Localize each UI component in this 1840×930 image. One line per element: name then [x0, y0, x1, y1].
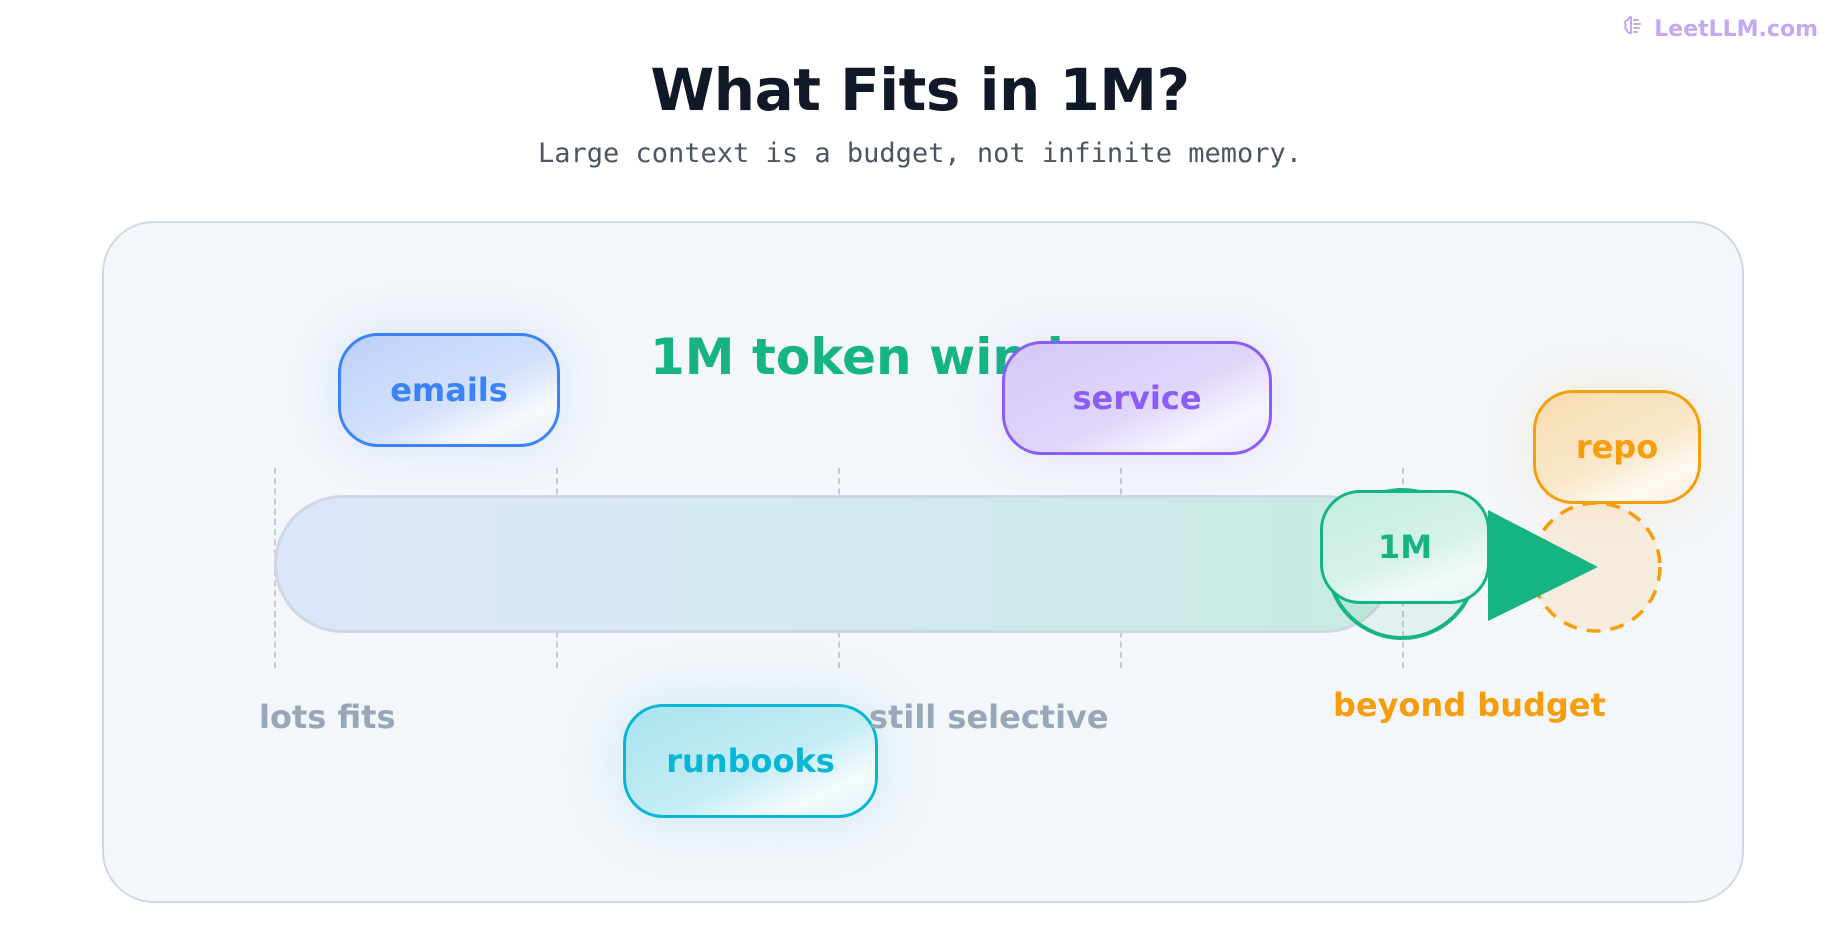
overflow-arrow [1488, 501, 1662, 633]
brand: LeetLLM.com [1622, 14, 1818, 44]
zone-label-beyond-budget: beyond budget [1333, 686, 1606, 724]
marker-label: 1M [1377, 528, 1433, 566]
page-title: What Fits in 1M? [650, 56, 1190, 124]
chip-service: service [1002, 341, 1272, 455]
chip-runbooks: runbooks [623, 704, 878, 818]
chip-emails: emails [338, 333, 560, 447]
arrow-head [1488, 510, 1598, 621]
page-subtitle: Large context is a budget, not infinite … [537, 138, 1302, 169]
brain-icon [1622, 14, 1646, 44]
chip-label: emails [390, 371, 508, 409]
context-track [274, 495, 1394, 633]
budget-marker-chip: 1M [1320, 490, 1490, 604]
chip-label: repo [1575, 428, 1659, 466]
chip-label: service [1072, 379, 1202, 417]
zone-label-still-selective: still selective [869, 698, 1109, 736]
chip-repo: repo [1533, 390, 1701, 504]
brand-name: LeetLLM.com [1654, 16, 1818, 42]
zone-label-lots-fits: lots fits [259, 698, 396, 736]
chip-label: runbooks [666, 742, 835, 780]
